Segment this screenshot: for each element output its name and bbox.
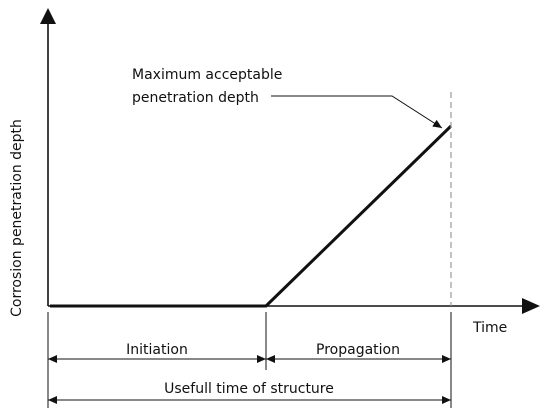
x-axis-arrowhead	[522, 298, 540, 314]
propagation-label: Propagation	[316, 342, 400, 358]
y-axis-label: Corrosion penetration depth	[9, 119, 25, 317]
annotation-line-2: penetration depth	[132, 90, 259, 106]
annotation-leader	[271, 95, 443, 129]
x-axis-label: Time	[472, 320, 507, 336]
corrosion-curve	[50, 124, 453, 308]
initiation-label: Initiation	[126, 342, 188, 358]
y-axis-arrowhead	[40, 8, 56, 24]
annotation-line-1: Maximum acceptable	[132, 67, 282, 83]
useful-time-label: Usefull time of structure	[164, 381, 334, 397]
